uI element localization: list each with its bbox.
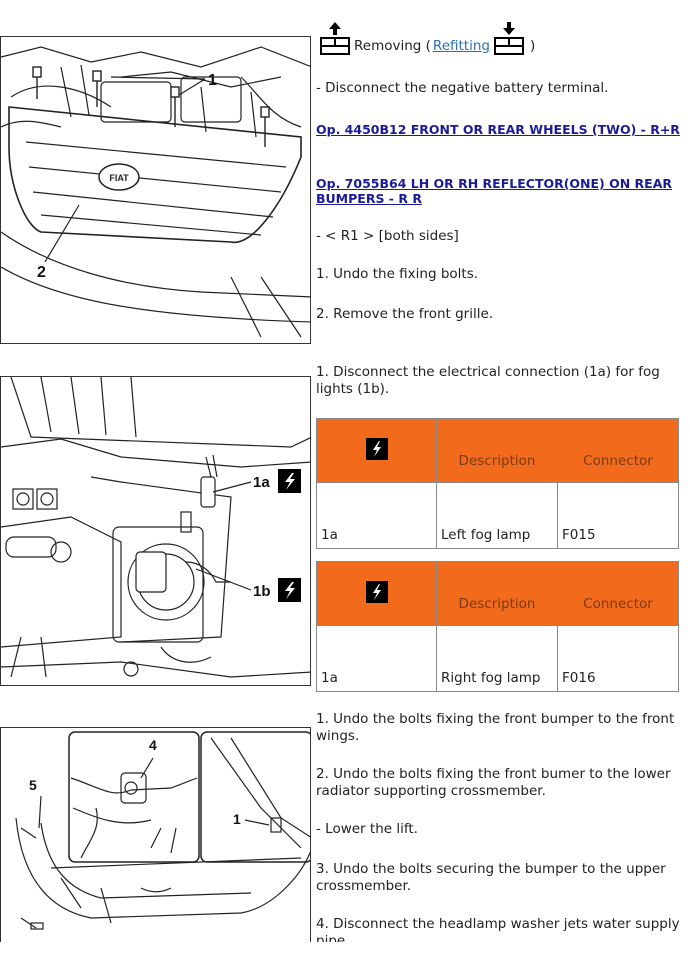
electrical-header-cell xyxy=(316,418,437,483)
step-fog-connection: 1. Disconnect the electrical connection … xyxy=(316,364,660,397)
row-code: 1a xyxy=(316,482,437,549)
electrical-header-cell xyxy=(316,561,437,626)
description-header: Description xyxy=(436,561,558,626)
removing-label: Removing ( xyxy=(354,38,431,54)
row-code: 1a xyxy=(316,625,437,692)
step-upper-crossmember: 3. Undo the bolts securing the bumper to… xyxy=(316,861,666,894)
connector-header: Connector xyxy=(557,418,679,483)
fog-lamp-figure: 1a 1b xyxy=(0,376,311,686)
procedure-header: Removing ( Refitting ) xyxy=(320,20,537,56)
close-paren: ) xyxy=(529,38,536,54)
step-undo-fixing-bolts: 1. Undo the fixing bolts. xyxy=(316,266,479,282)
bumper-figure: 4 5 1 xyxy=(0,727,311,942)
electrical-bolt-icon xyxy=(365,437,388,460)
step-bumper-crossmember: 2. Undo the bolts fixing the front bumer… xyxy=(316,766,671,799)
grille-badge-text: FIAT xyxy=(109,173,129,183)
row-connector: F015 xyxy=(557,482,679,549)
step-washer-pipe: 4. Disconnect the headlamp washer jets w… xyxy=(316,916,680,942)
fig3-callout-4: 4 xyxy=(149,737,157,753)
removing-icon xyxy=(320,22,350,56)
refitting-link[interactable]: Refitting xyxy=(432,38,490,54)
step-battery: - Disconnect the negative battery termin… xyxy=(316,80,609,96)
fig3-callout-5: 5 xyxy=(29,777,37,793)
fig2-callout-1b: 1b xyxy=(253,583,271,600)
op-link-wheels[interactable]: Op. 4450B12 FRONT OR REAR WHEELS (TWO) -… xyxy=(316,122,680,137)
fig2-callout-1a: 1a xyxy=(253,474,270,491)
step-lower-lift: - Lower the lift. xyxy=(316,821,418,837)
refitting-icon[interactable] xyxy=(493,22,524,56)
connector-table-left: Description Connector 1a Left fog lamp F… xyxy=(316,418,679,549)
fig3-callout-1: 1 xyxy=(233,811,241,827)
description-header: Description xyxy=(436,418,558,483)
fig1-callout-2: 2 xyxy=(37,264,46,281)
step-r1: - < R1 > [both sides] xyxy=(316,228,459,244)
step-remove-grille: 2. Remove the front grille. xyxy=(316,306,494,322)
table-row: 1a Right fog lamp F016 xyxy=(316,625,679,692)
row-description: Right fog lamp xyxy=(436,625,558,692)
electrical-bolt-icon xyxy=(365,580,388,603)
table-row: 1a Left fog lamp F015 xyxy=(316,482,679,549)
connector-table-right: Description Connector 1a Right fog lamp … xyxy=(316,561,679,692)
connector-header: Connector xyxy=(557,561,679,626)
grille-figure: FIAT 1 2 xyxy=(0,36,311,344)
op-link-reflector[interactable]: Op. 7055B64 LH OR RH REFLECTOR(ONE) ON R… xyxy=(316,176,673,206)
fig1-callout-1: 1 xyxy=(208,72,217,89)
step-bumper-wings: 1. Undo the bolts fixing the front bumpe… xyxy=(316,711,675,744)
row-description: Left fog lamp xyxy=(436,482,558,549)
row-connector: F016 xyxy=(557,625,679,692)
